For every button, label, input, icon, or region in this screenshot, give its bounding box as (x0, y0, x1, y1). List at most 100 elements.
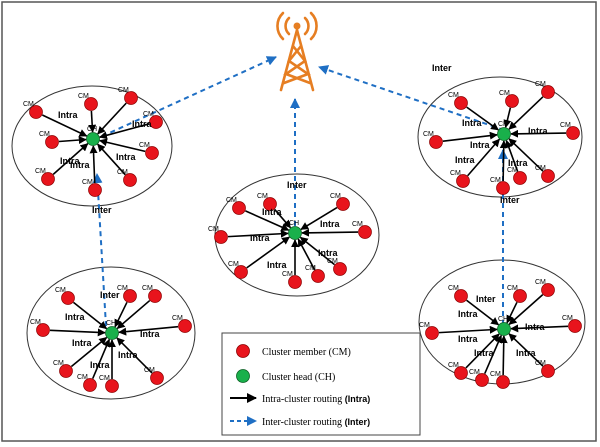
intra-route-label: Intra (140, 329, 160, 339)
intra-arrow (297, 238, 316, 271)
cluster-head-node (86, 132, 100, 146)
intra-route-label: Intra (118, 350, 138, 360)
cluster-member-label: CM (330, 193, 341, 200)
intra-arrow (508, 333, 544, 367)
intra-arrow (72, 301, 108, 330)
intra-route-label: Intra (262, 207, 282, 217)
intra-route-label: Intra (320, 219, 340, 229)
cell-tower-icon (276, 11, 318, 92)
cluster-member-label: CM (535, 165, 546, 172)
intra-route-label: Intra (58, 110, 78, 120)
cluster-member-label: CM (208, 226, 219, 233)
cluster-member-label: CM (535, 360, 546, 367)
intra-arrow (508, 294, 544, 325)
cluster-member-node (123, 173, 137, 187)
inter-label-topleft: Inter (92, 205, 112, 215)
intra-arrow (246, 236, 290, 269)
cluster-member-node (83, 378, 97, 392)
cluster-member-label: CM (535, 279, 546, 286)
cluster-head-label: CH (87, 126, 97, 133)
cluster-member-node (541, 283, 555, 297)
intra-arrow (227, 229, 289, 238)
intra-route-label: Intra (318, 248, 338, 258)
intra-arrow (465, 333, 500, 369)
cluster-member-node (84, 97, 98, 111)
intra-arrow (466, 106, 499, 131)
inter-label-topright-b: Inter (500, 195, 520, 205)
intra-arrow (300, 206, 338, 231)
cluster-head-node (497, 322, 511, 336)
intra-arrow (510, 324, 569, 333)
cluster-member-node (425, 326, 439, 340)
cluster-center: CMCMCMCMCMCMCMCMCMCHIntraIntraIntraIntra… (208, 193, 372, 289)
cluster-member-label: CM (55, 287, 66, 294)
cluster-head-label: CH (289, 220, 299, 227)
intra-arrow (245, 210, 290, 231)
intra-arrow (505, 139, 519, 172)
cluster-member-label: CM (448, 362, 459, 369)
cluster-member-node (149, 115, 163, 129)
intra-arrow (89, 145, 98, 184)
cluster-head-label: CH (106, 320, 116, 327)
intra-arrow (97, 143, 126, 176)
cluster-member-label: CM (82, 179, 93, 186)
cluster-member-label: CM (507, 167, 518, 174)
intra-arrow (484, 334, 503, 374)
intra-arrow (506, 301, 518, 324)
intra-arrow (510, 129, 567, 138)
inter-label-bottomleft: Inter (100, 290, 120, 300)
cluster-member-label: CM (30, 319, 41, 326)
inter-label-center: Inter (287, 180, 307, 190)
clusters (11, 76, 586, 400)
legend-member-label: Cluster member (CM) (262, 347, 351, 358)
intra-arrow (466, 138, 501, 177)
intra-route-label: Intra (458, 309, 478, 319)
cluster-member-label: CM (226, 197, 237, 204)
cluster-member-node (234, 265, 248, 279)
intra-arrow (52, 143, 89, 175)
cluster-member-node (148, 289, 162, 303)
cluster-member-label: CM (419, 322, 430, 329)
intra-route-label: Intra (72, 338, 92, 348)
cluster-member-label: CM (99, 375, 110, 382)
cluster-member-label: CM (305, 265, 316, 272)
intra-arrow (41, 114, 88, 137)
cluster-member-node (541, 85, 555, 99)
cluster-member-node (59, 364, 73, 378)
inter-label-topright-a: Inter (432, 63, 452, 73)
cluster-member-node (311, 269, 325, 283)
intra-arrow (442, 131, 498, 142)
cluster-member-label: CM (469, 369, 480, 376)
cluster-member-node (541, 169, 555, 183)
intra-route-label: Intra (267, 260, 287, 270)
intra-arrow (97, 102, 127, 135)
intra-arrow (58, 136, 87, 145)
intra-route-label: Intra (458, 334, 478, 344)
cluster-member-label: CM (143, 111, 154, 118)
cluster-member-node (123, 289, 137, 303)
cluster-head-node (288, 226, 302, 240)
intra-route-label: Intra (455, 155, 475, 165)
intra-arrow (99, 138, 146, 153)
cluster-member-label: CM (507, 285, 518, 292)
cluster-member-node (105, 379, 119, 393)
cluster-member-label: CM (490, 371, 501, 378)
intra-route-label: Intra (474, 348, 494, 358)
cluster-member-label: CM (423, 131, 434, 138)
cluster-member-node (29, 105, 43, 119)
intra-arrow (91, 338, 111, 379)
cluster-member-label: CM (282, 271, 293, 278)
intra-arrow (70, 336, 108, 368)
cluster-member-node (263, 197, 277, 211)
cluster-member-node (496, 375, 510, 389)
cluster-member-node (496, 181, 510, 195)
intra-route-label: Intra (132, 119, 152, 129)
intra-arrow (466, 299, 500, 326)
intra-arrow (88, 110, 97, 133)
intra-arrow (118, 325, 179, 336)
cluster-member-label: CM (257, 193, 268, 200)
cluster-member-node (45, 135, 59, 149)
cluster-member-label: CM (142, 285, 153, 292)
cluster-member-node (358, 225, 372, 239)
